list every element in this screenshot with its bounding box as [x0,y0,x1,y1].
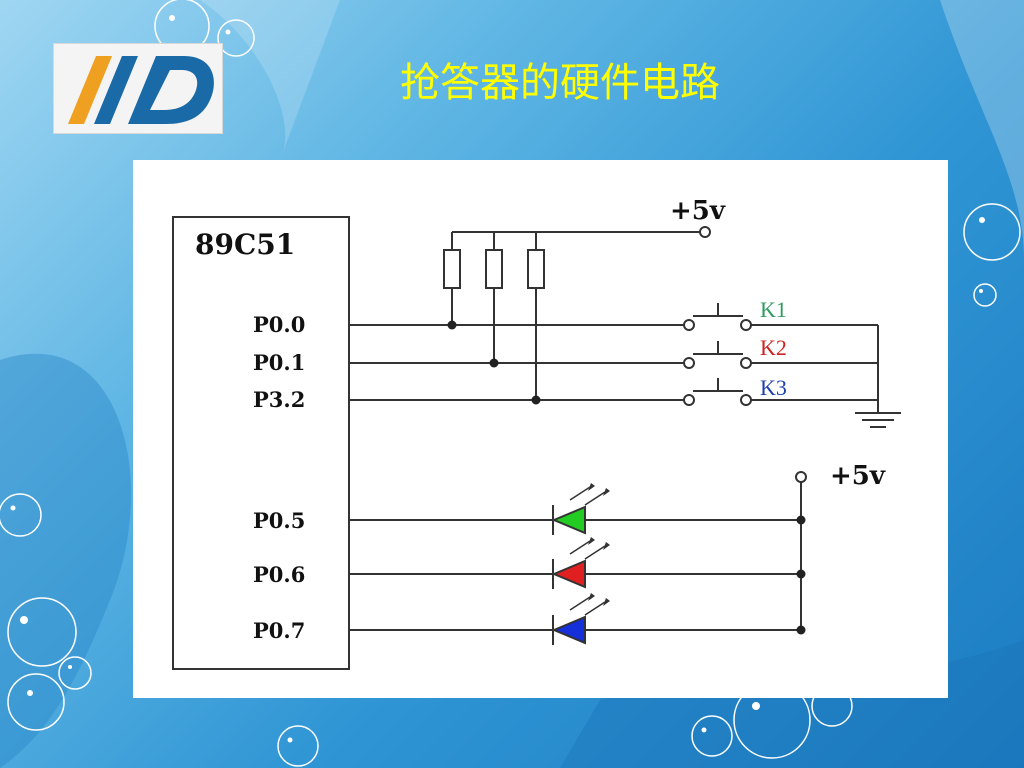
switch-k1 [693,303,878,326]
pin-label-p01: P0.1 [253,350,305,375]
switch-k2 [693,341,878,364]
terminals [683,226,807,483]
chip-label: 89C51 [195,228,295,261]
switch-label-k2: K2 [760,335,787,360]
pin-label-p32: P3.2 [253,387,305,412]
switch-label-k1: K1 [760,297,787,322]
switch-k3 [693,378,878,401]
mcu-chip [172,216,350,670]
resistor-1 [443,249,461,289]
pin-label-p05: P0.5 [253,508,305,533]
page-title: 抢答器的硬件电路 [400,60,720,106]
circuit-diagram: 89C51 P0.0 P0.1 P3.2 P0.5 P0.6 P0.7 +5v … [133,160,948,698]
pin-label-p06: P0.6 [253,562,305,587]
led-green [551,505,586,535]
ground-icon [855,412,901,428]
supply-label-bottom: +5v [830,461,886,491]
led-red [551,559,586,589]
supply-label-top: +5v [670,196,726,226]
pin-label-p00: P0.0 [253,312,305,337]
switch-label-k3: K3 [760,375,787,400]
junction-dots [447,320,806,635]
logo [53,43,223,134]
resistor-2 [485,249,503,289]
resistor-3 [527,249,545,289]
led-blue [551,615,586,645]
circuit-svg: 89C51 P0.0 P0.1 P3.2 P0.5 P0.6 P0.7 +5v … [172,196,901,670]
led-light-arrows [569,486,606,616]
id-logo-icon [68,56,214,124]
pin-label-p07: P0.7 [253,618,305,643]
